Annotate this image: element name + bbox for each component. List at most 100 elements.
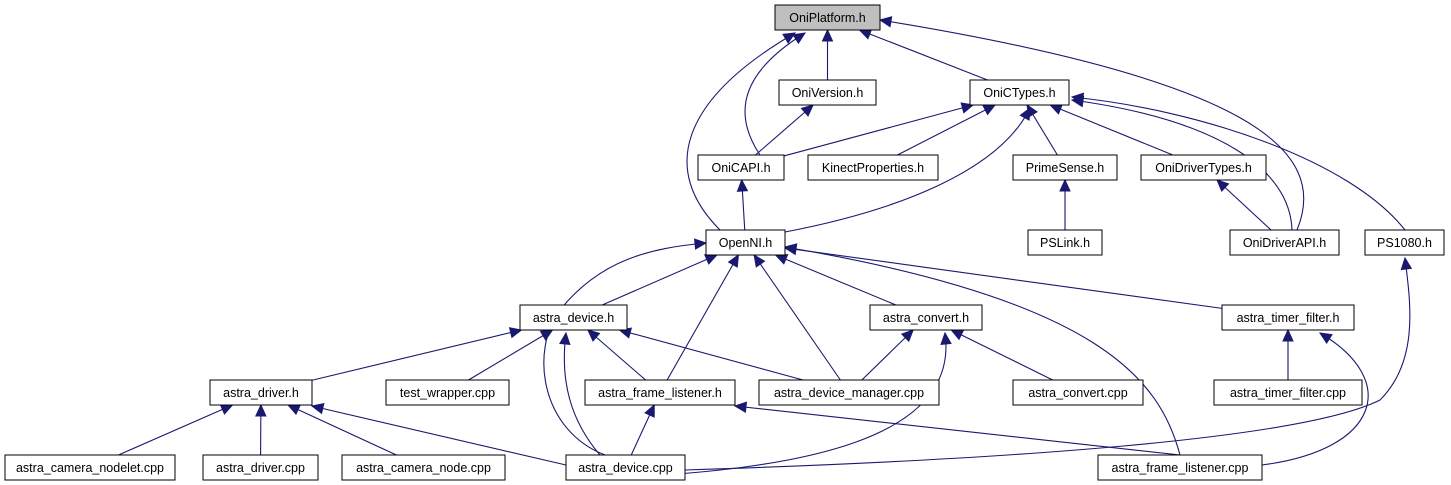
node-box[interactable] — [705, 229, 786, 256]
node-box[interactable] — [774, 4, 881, 31]
node-box[interactable] — [1213, 379, 1363, 406]
node-ps1080[interactable]: PS1080.h — [1364, 229, 1445, 256]
arrowhead-icon — [733, 401, 748, 414]
edge-line — [1216, 179, 1272, 231]
node-kinectprops[interactable]: KinectProperties.h — [807, 154, 939, 181]
arrowhead-icon — [559, 331, 571, 346]
node-box[interactable] — [778, 79, 877, 106]
arrowhead-icon — [858, 28, 873, 40]
node-astra-device-cpp[interactable]: astra_device.cpp — [565, 454, 686, 481]
arrowhead-icon — [693, 238, 708, 250]
arrowhead-icon — [1282, 328, 1294, 342]
edge-openni-to-onicapi — [736, 178, 749, 231]
node-label: PrimeSense.h — [1026, 161, 1105, 175]
arrowhead-icon — [1059, 178, 1071, 192]
edge-line — [609, 332, 947, 479]
arrowhead-icon — [1400, 256, 1413, 271]
edge-line — [1071, 96, 1406, 231]
node-box[interactable] — [1012, 379, 1144, 406]
edge-line — [311, 405, 567, 466]
node-label: astra_driver.cpp — [216, 461, 305, 475]
edge-line — [879, 19, 1305, 231]
arrowhead-icon — [800, 104, 814, 117]
node-astra-convert-cpp[interactable]: astra_convert.cpp — [1012, 379, 1144, 406]
node-astra-camera-nodelet[interactable]: astra_camera_nodelet.cpp — [4, 454, 176, 481]
edge-line — [601, 254, 718, 306]
node-box[interactable] — [202, 454, 319, 481]
node-box[interactable] — [565, 454, 686, 481]
node-box[interactable] — [519, 304, 628, 331]
arrowhead-icon — [783, 243, 798, 255]
node-box[interactable] — [869, 304, 983, 331]
node-box[interactable] — [1221, 304, 1355, 331]
arrowhead-icon — [1049, 103, 1063, 115]
node-box[interactable] — [1364, 229, 1445, 256]
edge-astra_device_manager-to-astra_convert_h — [861, 329, 915, 381]
edge-astra_timer_filter_h-to-openni — [783, 243, 1223, 309]
node-astra-timer-filter-cpp[interactable]: astra_timer_filter.cpp — [1213, 379, 1363, 406]
node-astra-camera-node[interactable]: astra_camera_node.cpp — [341, 454, 506, 481]
node-openni[interactable]: OpenNI.h — [705, 229, 786, 256]
arrowhead-icon — [703, 254, 718, 265]
edge-line — [311, 329, 522, 381]
node-primesense[interactable]: PrimeSense.h — [1012, 154, 1118, 181]
node-box[interactable] — [758, 379, 940, 406]
edge-line — [784, 246, 1181, 456]
edge-astra_device_manager-to-openni — [753, 254, 841, 381]
edge-line — [686, 32, 796, 231]
arrowhead-icon — [1070, 92, 1085, 104]
node-label: OniPlatform.h — [789, 11, 865, 25]
edge-astra_frame_listener_cpp-to-astra_timer_filter_h — [1261, 332, 1369, 466]
node-box[interactable] — [209, 379, 313, 406]
node-box[interactable] — [807, 154, 939, 181]
edge-astra_frame_listener_h-to-astra_device_h — [587, 329, 646, 381]
node-box[interactable] — [1229, 229, 1340, 256]
node-astra-convert-h[interactable]: astra_convert.h — [869, 304, 983, 331]
node-box[interactable] — [969, 79, 1070, 106]
node-box[interactable] — [1097, 454, 1263, 481]
node-label: OniCAPI.h — [711, 161, 770, 175]
node-box[interactable] — [4, 454, 176, 481]
edge-line — [744, 32, 806, 156]
node-test-wrapper[interactable]: test_wrapper.cpp — [385, 379, 510, 406]
arrowhead-icon — [644, 403, 655, 418]
node-onidrivertypes[interactable]: OniDriverTypes.h — [1140, 154, 1267, 181]
node-oniplatform[interactable]: OniPlatform.h — [774, 4, 881, 31]
edge-line — [859, 29, 988, 81]
node-astra-frame-listener-h[interactable]: astra_frame_listener.h — [584, 379, 736, 406]
node-onictypes[interactable]: OniCTypes.h — [969, 79, 1070, 106]
node-astra-driver-h[interactable]: astra_driver.h — [209, 379, 313, 406]
node-astra-driver-cpp[interactable]: astra_driver.cpp — [202, 454, 319, 481]
node-astra-device-manager[interactable]: astra_device_manager.cpp — [758, 379, 940, 406]
edge-astra_driver_h-to-astra_device_h — [311, 327, 523, 381]
edge-astra_timer_filter_cpp-to-astra_timer_filter_h — [1282, 328, 1294, 380]
arrowhead-icon — [940, 331, 952, 345]
edge-astra_driver_cpp-to-astra_driver_h — [255, 403, 267, 456]
node-box[interactable] — [1012, 154, 1118, 181]
node-box[interactable] — [697, 154, 785, 181]
node-astra-device-h[interactable]: astra_device.h — [519, 304, 628, 331]
edge-astra_frame_listener_cpp-to-openni — [783, 243, 1181, 456]
arrowhead-icon — [219, 404, 234, 415]
node-pslink[interactable]: PSLink.h — [1027, 229, 1103, 256]
node-oniversion[interactable]: OniVersion.h — [778, 79, 877, 106]
node-onicapi[interactable]: OniCAPI.h — [697, 154, 785, 181]
node-box[interactable] — [341, 454, 506, 481]
node-box[interactable] — [385, 379, 510, 406]
arrowhead-icon — [900, 329, 915, 343]
node-box[interactable] — [1140, 154, 1267, 181]
node-box[interactable] — [584, 379, 736, 406]
node-label: PSLink.h — [1040, 236, 1090, 250]
node-label: astra_convert.cpp — [1028, 386, 1127, 400]
node-astra-frame-listener-cpp[interactable]: astra_frame_listener.cpp — [1097, 454, 1263, 481]
node-label: PS1080.h — [1377, 236, 1432, 250]
node-onidriverapi[interactable]: OniDriverAPI.h — [1229, 229, 1340, 256]
node-astra-timer-filter-h[interactable]: astra_timer_filter.h — [1221, 304, 1355, 331]
arrowhead-icon — [782, 32, 797, 44]
node-box[interactable] — [1027, 229, 1103, 256]
arrowhead-icon — [727, 253, 739, 268]
edge-astra_frame_listener_cpp-to-astra_frame_listener_h — [733, 401, 1181, 456]
edge-onidriverapi-to-oniplatform — [878, 16, 1305, 231]
edge-ps1080-to-onictypes — [1070, 92, 1406, 231]
